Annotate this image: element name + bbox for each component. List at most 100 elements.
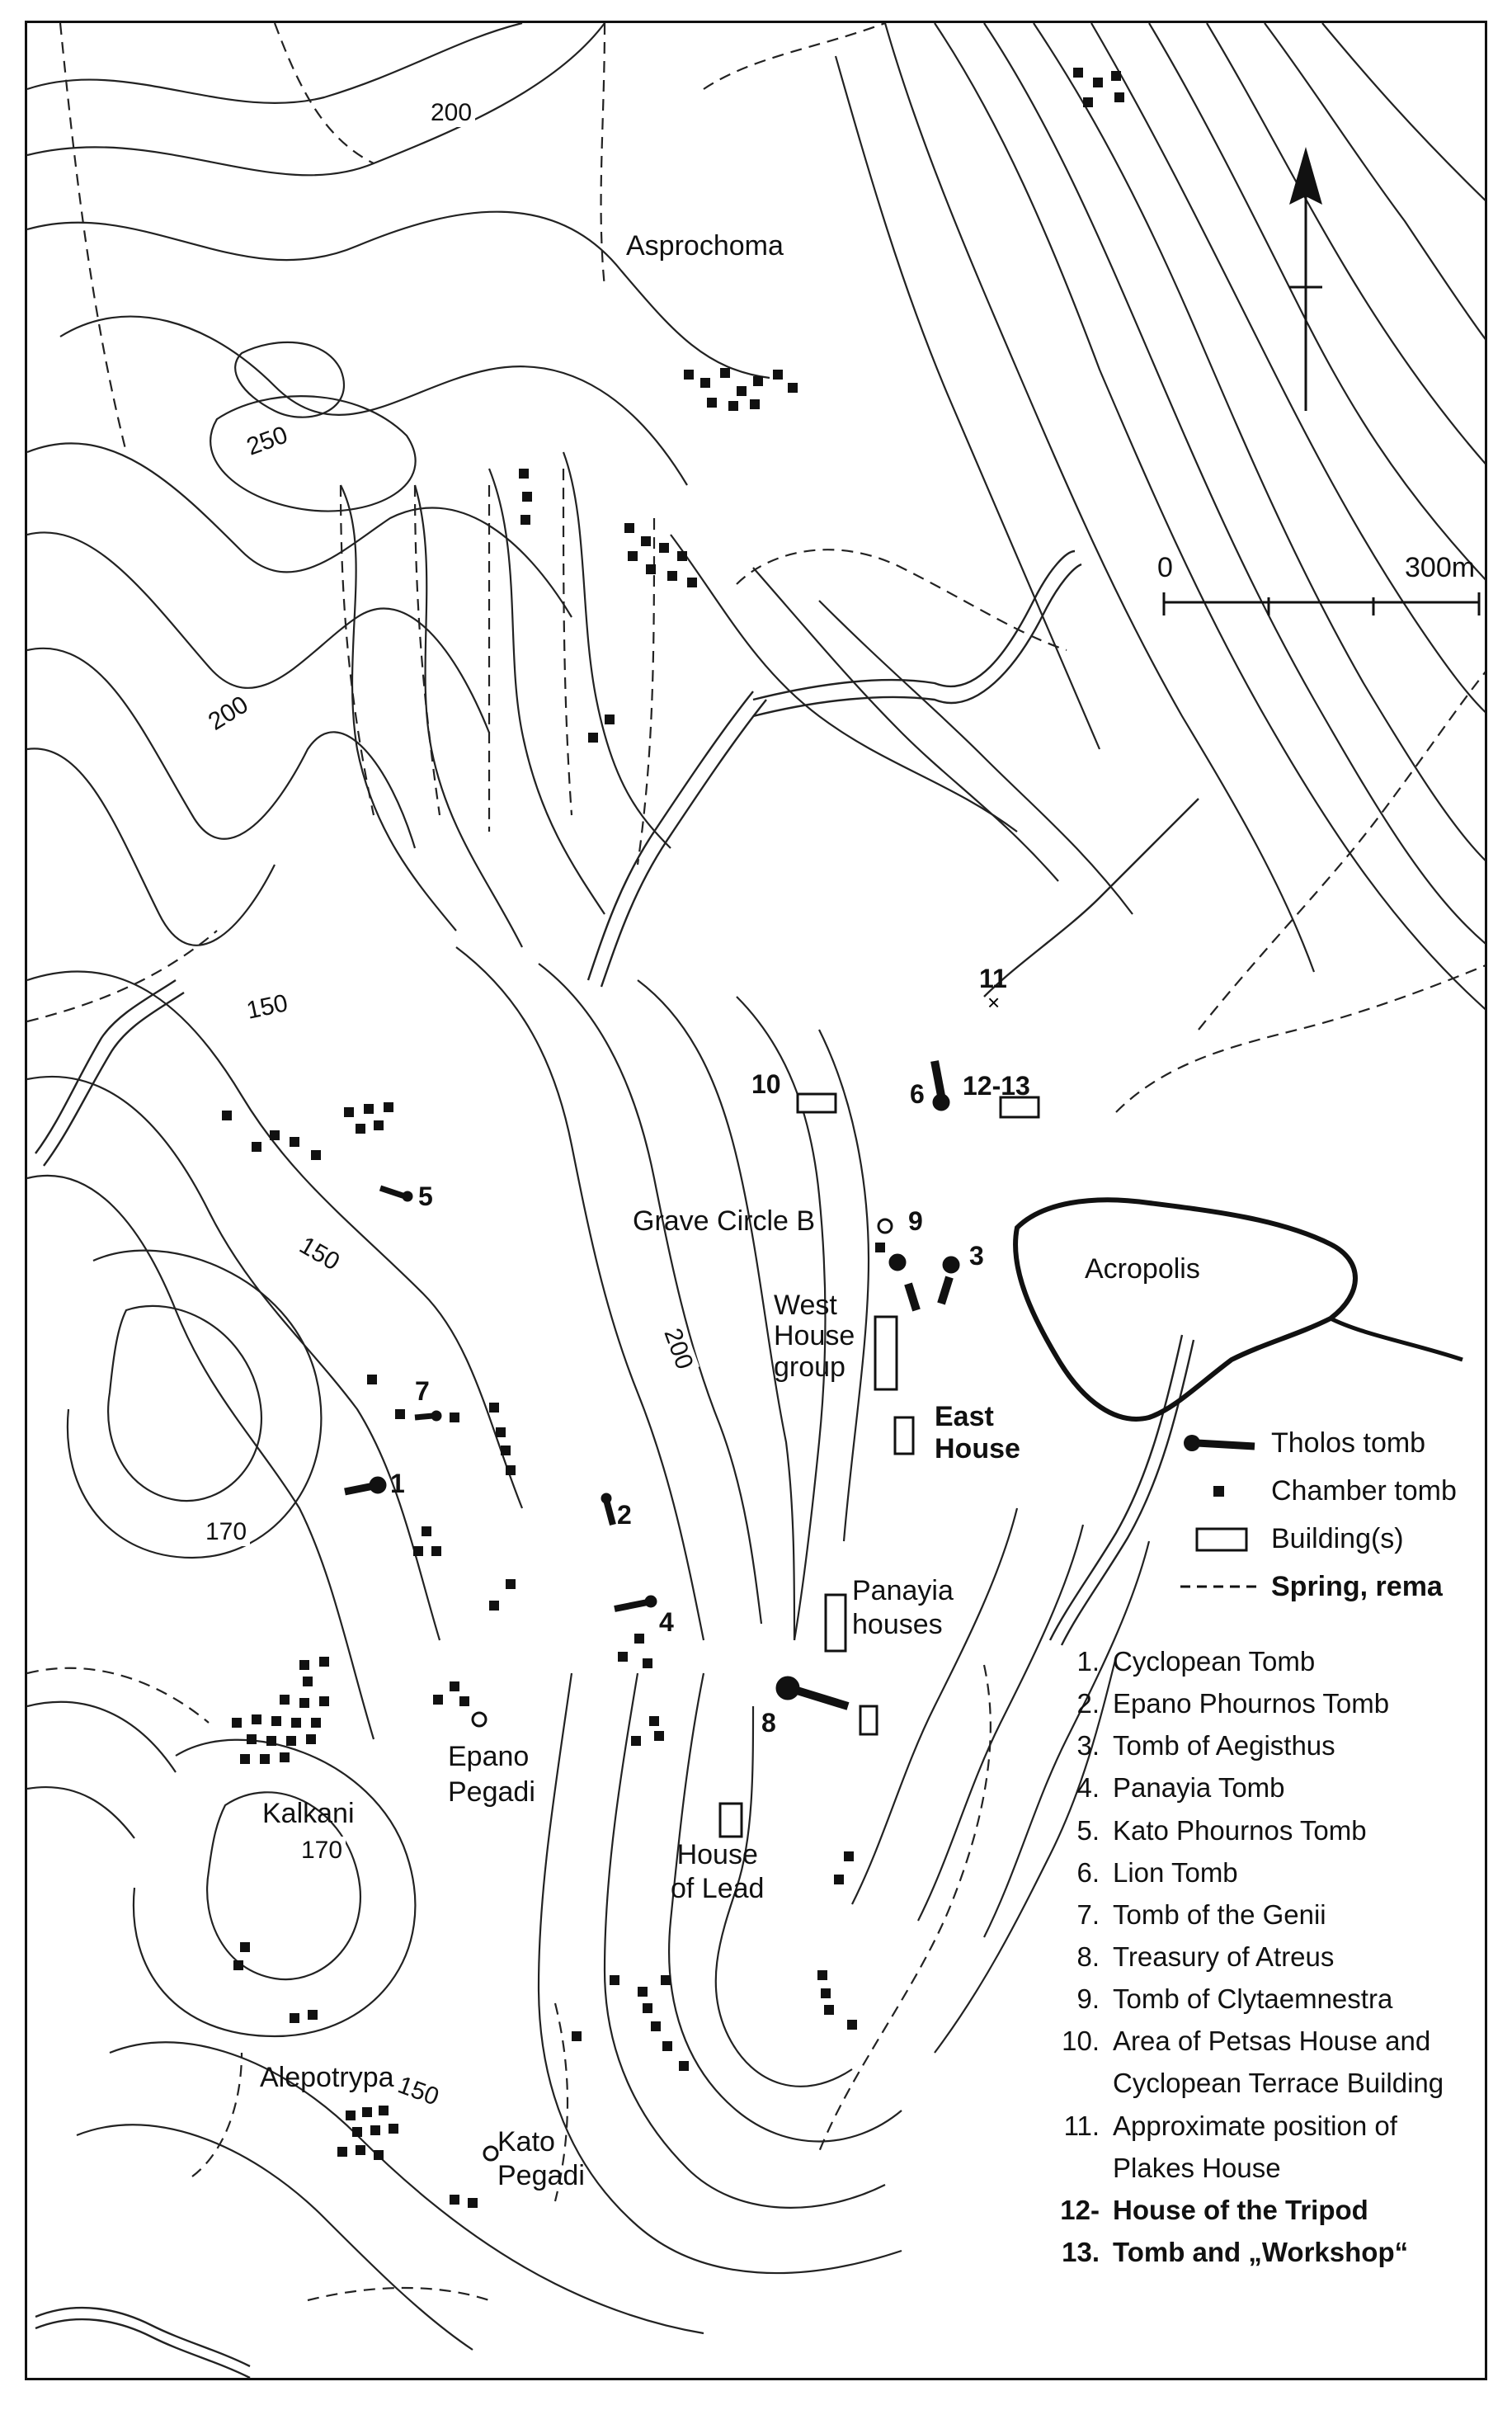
- site-number-2: 2: [617, 1500, 632, 1530]
- place-house-of-lead-line2: of Lead: [671, 1872, 765, 1904]
- place-acropolis: Acropolis: [1085, 1253, 1200, 1285]
- key-item-text-line: Tomb of Clytaemnestra: [1113, 1983, 1393, 2015]
- chamber-symbol-icon: [1180, 1474, 1271, 1507]
- place-house-of-lead-line1: House: [676, 1839, 758, 1870]
- legend-spring: Spring, rema: [1180, 1563, 1485, 1611]
- tholos-4: [614, 1595, 657, 1612]
- spring-kato-pegadi: [483, 2145, 499, 2162]
- key-item-text: Cyclopean Tomb: [1113, 1640, 1315, 1682]
- elevation-label: 170: [202, 1518, 251, 1546]
- building-rects: [718, 1092, 1040, 1838]
- key-item-text-line: Kato Phournos Tomb: [1113, 1814, 1367, 1846]
- site-number-9: 9: [908, 1206, 923, 1236]
- spring-grave-circle-b: [877, 1218, 893, 1234]
- legend-building: Building(s): [1180, 1515, 1485, 1563]
- tholos-9: [888, 1253, 921, 1312]
- key-item-text: Panayia Tomb: [1113, 1766, 1285, 1809]
- key-item-text: Approximate position of Plakes House: [1113, 2105, 1397, 2189]
- key-item-text-line: Tomb of the Genii: [1113, 1898, 1326, 1930]
- place-east-house-line2: House: [935, 1433, 1020, 1465]
- building-panayia-houses: [824, 1593, 847, 1653]
- streams-dashed: [27, 23, 1485, 2302]
- building-near-8: [859, 1705, 878, 1736]
- north-arrow: [1281, 147, 1331, 411]
- site-number-4: 4: [659, 1607, 674, 1637]
- building-house-of-lead: [718, 1802, 743, 1838]
- key-item: 6.Lion Tomb: [1034, 1851, 1485, 1894]
- legend-building-label: Building(s): [1271, 1522, 1404, 1554]
- place-panayia-line2: houses: [852, 1608, 943, 1640]
- place-west-house-group: West House group: [774, 1290, 855, 1383]
- tholos-5: [379, 1185, 413, 1202]
- key-item-number: 8.: [1076, 1941, 1100, 1972]
- spring-epano-pegadi: [471, 1711, 488, 1728]
- place-house-of-lead: House of Lead: [671, 1838, 764, 1906]
- spring-symbol-icon: [1180, 1570, 1271, 1603]
- key-item-number: 2.: [1076, 1688, 1100, 1719]
- key-item-text-line: Cyclopean Terrace Building: [1113, 2068, 1444, 2099]
- key-item-text-line: Treasury of Atreus: [1113, 1941, 1335, 1972]
- key-item: 5. Kato Phournos Tomb: [1034, 1809, 1485, 1851]
- legend-tholos: Tholos tomb: [1180, 1419, 1485, 1467]
- key-item: 7.Tomb of the Genii: [1034, 1894, 1485, 1936]
- key-item-text-line: Approximate position of: [1113, 2110, 1397, 2141]
- key-item-text-line: Epano Phournos Tomb: [1113, 1688, 1390, 1719]
- key-item-text-line: House of the Tripod: [1113, 2194, 1368, 2225]
- scale-bar-graphic: [1162, 592, 1481, 615]
- key-item-text: Tomb of the Genii: [1113, 1894, 1326, 1936]
- key-item-text: Tomb of Aegisthus: [1113, 1724, 1335, 1766]
- key-item-text: Lion Tomb: [1113, 1851, 1238, 1894]
- site-number-1: 1: [390, 1469, 405, 1498]
- place-kato-line2: Pegadi: [497, 2159, 585, 2191]
- key-item-text-line: Panayia Tomb: [1113, 1772, 1285, 1804]
- site-number-7: 7: [415, 1376, 430, 1406]
- place-asprochoma: Asprochoma: [626, 230, 784, 262]
- place-epano-line2: Pegadi: [448, 1776, 535, 1808]
- chamber-tombs: [222, 68, 1124, 2208]
- place-west-house-line1: West: [774, 1290, 837, 1321]
- map-frame: × Asprochoma Grave Circle B Acropolis We…: [25, 21, 1487, 2380]
- key-item-text-line: Lion Tomb: [1113, 1856, 1238, 1888]
- key-item-text: Tomb of Clytaemnestra: [1113, 1978, 1392, 2020]
- site-number-11: 11: [979, 964, 1007, 993]
- site-number-8: 8: [761, 1708, 776, 1738]
- key-item-number: 12-13.: [1060, 2194, 1100, 2267]
- elevation-label: 170: [298, 1837, 346, 1865]
- key-item: 8. Treasury of Atreus: [1034, 1936, 1485, 1978]
- key-item-text-line: Area of Petsas House and: [1113, 2026, 1431, 2057]
- key-item-number: 3.: [1076, 1730, 1100, 1762]
- site-number-6: 6: [910, 1079, 925, 1109]
- key-item-number: 4.: [1076, 1772, 1100, 1804]
- key-item: 1. Cyclopean Tomb: [1034, 1640, 1485, 1682]
- key-item-text-line: Tomb of Aegisthus: [1113, 1730, 1335, 1762]
- tholos-7: [414, 1410, 442, 1422]
- tholos-symbol-icon: [1180, 1427, 1271, 1460]
- building-east-house: [893, 1416, 915, 1455]
- place-kalkani: Kalkani: [262, 1798, 355, 1829]
- key-item-text-line: Plakes House: [1113, 2152, 1281, 2183]
- key-item-number: 1.: [1076, 1646, 1100, 1677]
- place-kato-pegadi: Kato Pegadi: [497, 2125, 585, 2193]
- key-item-number: 9.: [1076, 1983, 1100, 2015]
- acropolis-wall-east: [1329, 1316, 1463, 1362]
- tholos-tombs: [344, 1060, 960, 1710]
- tholos-3: [937, 1256, 960, 1305]
- key-item-number: 5.: [1076, 1814, 1100, 1846]
- place-kato-line1: Kato: [497, 2126, 555, 2158]
- contour-lines: [27, 23, 1485, 2351]
- key-item: 2. Epano Phournos Tomb: [1034, 1682, 1485, 1724]
- scale-end: 300m: [1405, 552, 1476, 583]
- key-item-text: Epano Phournos Tomb: [1113, 1682, 1389, 1724]
- legend-chamber: Chamber tomb: [1180, 1467, 1485, 1515]
- building-10: [796, 1092, 837, 1114]
- place-east-house: East House: [935, 1401, 1020, 1465]
- building-12-13: [999, 1096, 1040, 1119]
- tholos-6: [930, 1060, 950, 1111]
- key-item: 9. Tomb of Clytaemnestra: [1034, 1978, 1485, 2020]
- topographic-map: ×: [27, 23, 1485, 2378]
- site-number-10: 10: [751, 1069, 781, 1099]
- tholos-1: [344, 1476, 387, 1496]
